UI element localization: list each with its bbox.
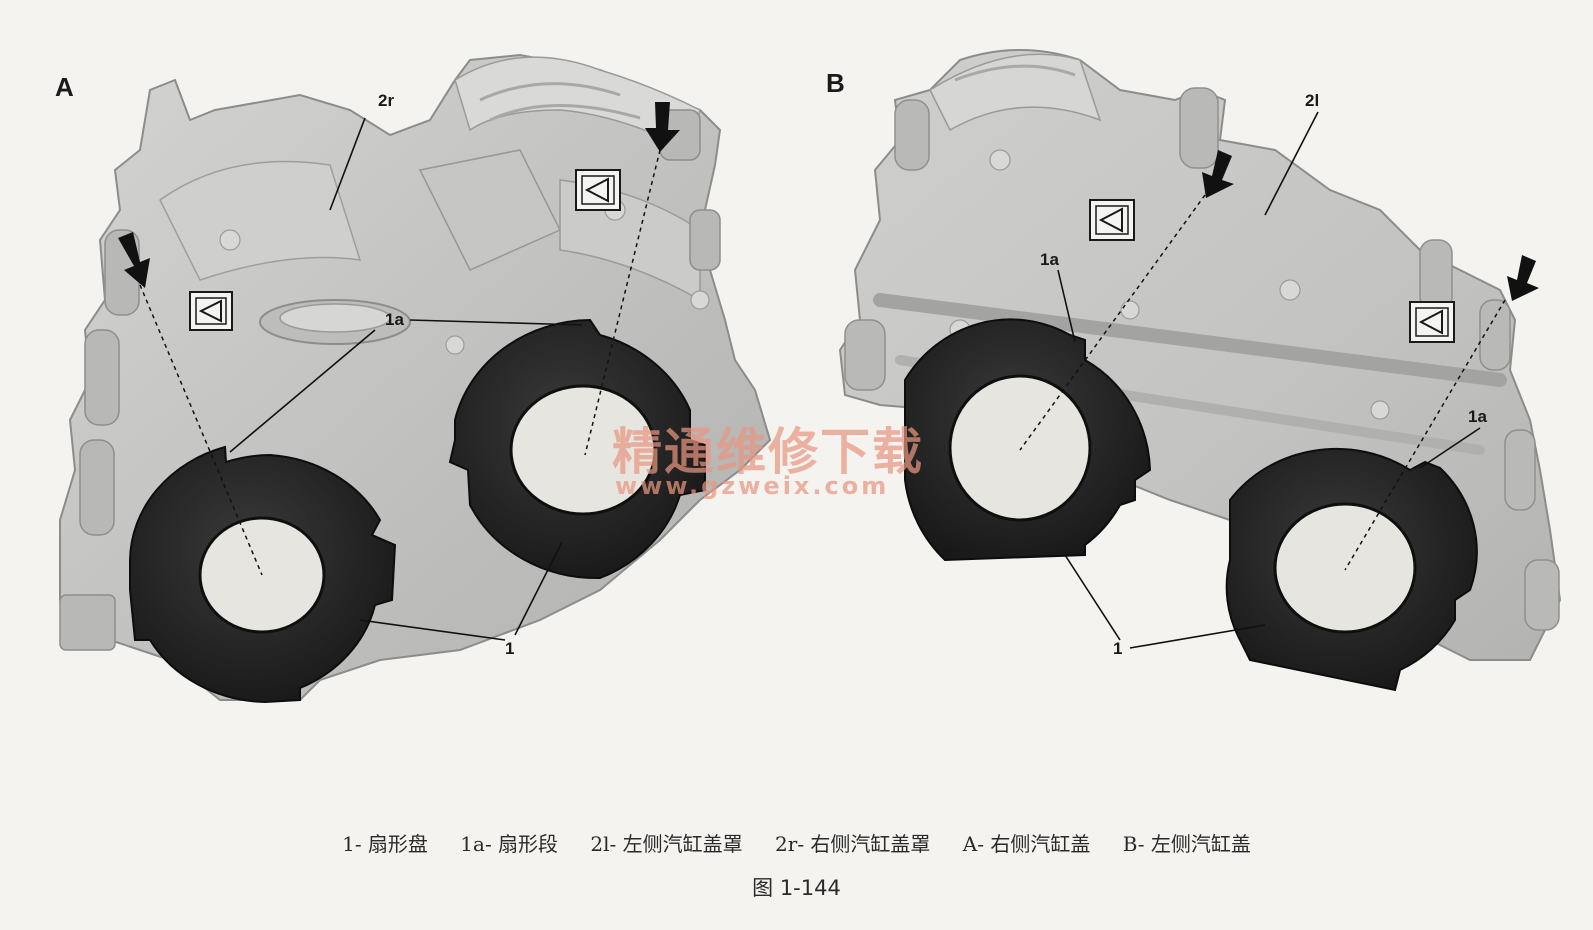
legend-caption: 1- 扇形盘 1a- 扇形段 2l- 左侧汽缸盖罩 2r- 右侧汽缸盖罩 A- …: [0, 828, 1593, 857]
panel-b-part-label: 2l: [1305, 91, 1319, 110]
panel-b-symbol-box-left: [1089, 199, 1135, 241]
panel-a-leader-lines: [229, 117, 583, 641]
watermark-url: www.gzweix.com: [615, 472, 890, 500]
legend-item-segment: 1a- 扇形段: [460, 832, 559, 856]
panel-a-arrow-right: [645, 102, 680, 152]
panel-b-letter: B: [826, 68, 845, 98]
panel-a-disc-label: 1: [505, 639, 514, 658]
legend-item-right-cover: 2r- 右侧汽缸盖罩: [775, 832, 931, 856]
figure-number: 图 1-144: [752, 876, 841, 900]
legend-item-left-head: B- 左侧汽缸盖: [1122, 832, 1251, 856]
panel-a-disc-right: [448, 318, 706, 580]
panel-b-disc-right: [1225, 447, 1478, 692]
panel-a-symbol-box-left: [189, 291, 233, 331]
panel-a-symbol-box-right: [575, 169, 621, 211]
panel-b-segment-label-1: 1a: [1040, 250, 1059, 269]
legend-item-left-cover: 2l- 左侧汽缸盖罩: [590, 832, 743, 856]
panel-a-part-label: 2r: [378, 91, 394, 110]
legend-item-disc: 1- 扇形盘: [342, 832, 428, 856]
panel-b-segment-label-2: 1a: [1468, 407, 1487, 426]
panel-b-disc-label: 1: [1113, 639, 1122, 658]
panel-a-segment-label: 1a: [385, 310, 404, 329]
panel-b-leader-lines: [1057, 111, 1481, 649]
cylinder-cover-illustration: 2r 1a 1: [59, 49, 1562, 704]
panel-a-arrow-left: [118, 232, 150, 288]
panel-a-letter: A: [55, 72, 74, 102]
panel-b-arrow-left: [1202, 150, 1234, 198]
panel-b-arrow-right: [1507, 255, 1539, 301]
watermark-text: 精通维修下载: [612, 422, 924, 481]
legend-item-right-head: A- 右侧汽缸盖: [962, 832, 1091, 856]
panel-b-disc-left: [904, 318, 1152, 562]
panel-b-symbol-box-right: [1409, 301, 1455, 343]
